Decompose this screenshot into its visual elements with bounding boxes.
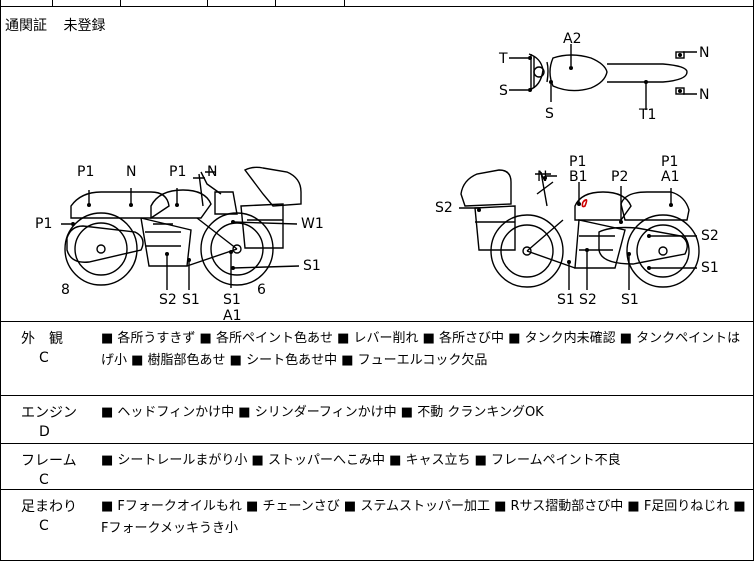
section-suspension: 足まわり C ■ Fフォークオイルもれ ■ チェーンさび ■ ステムストッパー加… (0, 490, 754, 561)
label-left-n2: N (207, 164, 217, 180)
label-left-n: N (126, 164, 136, 180)
damage-diagram-panel: 通関証 未登録 (0, 6, 754, 322)
left-side-motorcycle (64, 166, 302, 286)
label-right-b1: B1 (569, 169, 588, 185)
label-left-6: 6 (257, 282, 266, 298)
label-top-n1: N (699, 45, 709, 61)
label-left-a1: A1 (223, 308, 241, 322)
section-conditions: ■ 各所うすきず ■ 各所ペイント色あせ ■ レバー削れ ■ 各所さび中 ■ タ… (101, 331, 741, 368)
label-right-s2-left: S2 (435, 200, 453, 216)
section-frame: フレーム C ■ シートレールまがり小 ■ ストッパーへこみ中 ■ キャス立ち … (0, 444, 754, 490)
label-top-t1: T1 (638, 107, 656, 123)
label-top-n2: N (699, 87, 709, 103)
section-category: フレーム (21, 453, 77, 469)
label-left-w1: W1 (301, 216, 324, 232)
section-grade: D (39, 424, 50, 440)
label-right-p1: P1 (661, 154, 678, 170)
label-right-s2-b: S2 (579, 292, 597, 308)
customs-status: 通関証 未登録 (5, 15, 105, 35)
label-left-8: 8 (61, 282, 70, 298)
label-right-s1-b2: S1 (621, 292, 639, 308)
label-left-p1-b: P1 (169, 164, 186, 180)
label-right-p2: P2 (611, 169, 628, 185)
label-top-s-bottom: S (545, 106, 554, 122)
right-side-motorcycle (460, 169, 700, 288)
label-left-s2: S2 (159, 292, 177, 308)
section-conditions: ■ シートレールまがり小 ■ ストッパーへこみ中 ■ キャス立ち ■ フレームペ… (101, 453, 621, 468)
section-exterior: 外 観 C ■ 各所うすきず ■ 各所ペイント色あせ ■ レバー削れ ■ 各所さ… (0, 322, 754, 396)
label-left-s1-bottom: S1 (223, 292, 241, 308)
label-right-s1-right: S1 (701, 260, 719, 276)
label-left-p1-a: P1 (77, 164, 94, 180)
label-right-s2-right: S2 (701, 228, 719, 244)
section-grade: C (39, 350, 49, 366)
section-engine: エンジン D ■ ヘッドフィンかけ中 ■ シリンダーフィンかけ中 ■ 不動 クラ… (0, 396, 754, 444)
label-right-a1: A1 (661, 169, 679, 185)
customs-label: 通関証 (5, 18, 47, 34)
section-category: 足まわり (21, 499, 77, 515)
label-right-p1-top: P1 (569, 154, 586, 170)
customs-value: 未登録 (63, 18, 106, 34)
label-top-t: T (498, 51, 508, 67)
section-grade: C (39, 472, 49, 488)
section-category: 外 観 (21, 331, 63, 347)
label-right-s1-b1: S1 (557, 292, 575, 308)
section-grade: C (39, 518, 49, 534)
top-table-edge (0, 0, 754, 7)
label-left-s1-mid: S1 (182, 292, 200, 308)
motorcycle-diagrams: A2 T N S N S T1 P1 N P1 N P1 W1 S1 8 S2 … (35, 31, 719, 322)
label-top-a2: A2 (563, 31, 581, 47)
label-top-s-left: S (499, 83, 508, 99)
section-conditions: ■ ヘッドフィンかけ中 ■ シリンダーフィンかけ中 ■ 不動 クランキングOK (101, 405, 544, 420)
label-left-p1-side: P1 (35, 216, 52, 232)
section-category: エンジン (21, 405, 77, 421)
top-view-motorcycle (528, 51, 688, 95)
section-conditions: ■ Fフォークオイルもれ ■ チェーンさび ■ ステムストッパー加工 ■ Rサス… (101, 499, 746, 536)
label-left-s1-right: S1 (303, 258, 321, 274)
label-right-n: N (537, 169, 547, 185)
